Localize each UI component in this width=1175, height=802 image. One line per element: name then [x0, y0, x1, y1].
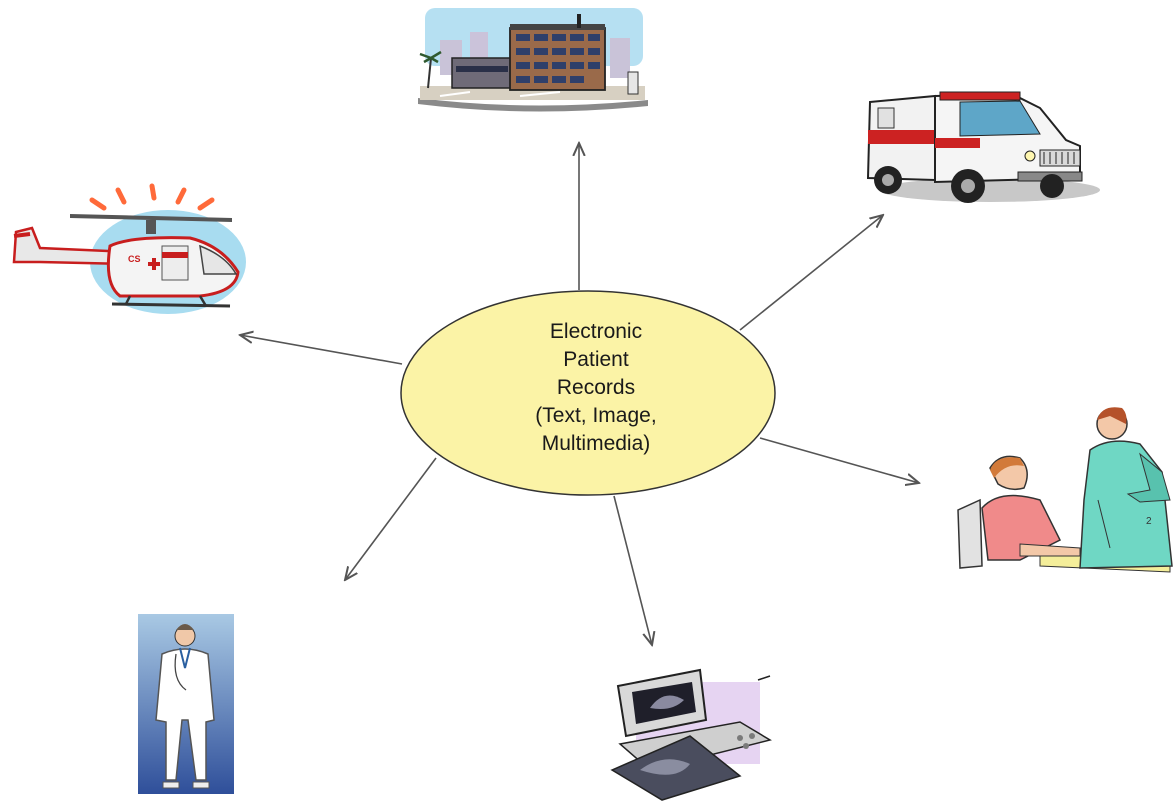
connector-arrows: [240, 143, 919, 645]
center-label-line: Records: [556, 376, 636, 399]
ultrasound-scanner-icon: [610, 668, 772, 801]
doctor-icon: [138, 614, 234, 794]
center-label-line: Patient: [563, 348, 629, 371]
center-label: Electronic Patient Records (Text, Image,…: [420, 318, 772, 458]
arrow-to-nurse-patient: [759, 437, 919, 483]
arrow-to-ambulance: [739, 215, 883, 331]
arrow-to-doctor: [345, 457, 437, 580]
hospital-building-icon: [418, 8, 648, 112]
central-ellipse: [400, 290, 776, 496]
arrow-to-ultrasound: [613, 495, 652, 645]
ambulance-icon: [866, 91, 1100, 203]
svg-text:CS: CS: [128, 254, 141, 264]
nurse-patient-icon: 2: [957, 407, 1173, 573]
arrow-to-helicopter: [240, 335, 403, 365]
center-label-line: Multimedia): [541, 432, 651, 455]
helicopter-icon: CS: [12, 183, 246, 314]
svg-text:2: 2: [1146, 516, 1152, 527]
center-label-line: (Text, Image,: [535, 404, 657, 427]
center-label-line: Electronic: [549, 320, 643, 343]
